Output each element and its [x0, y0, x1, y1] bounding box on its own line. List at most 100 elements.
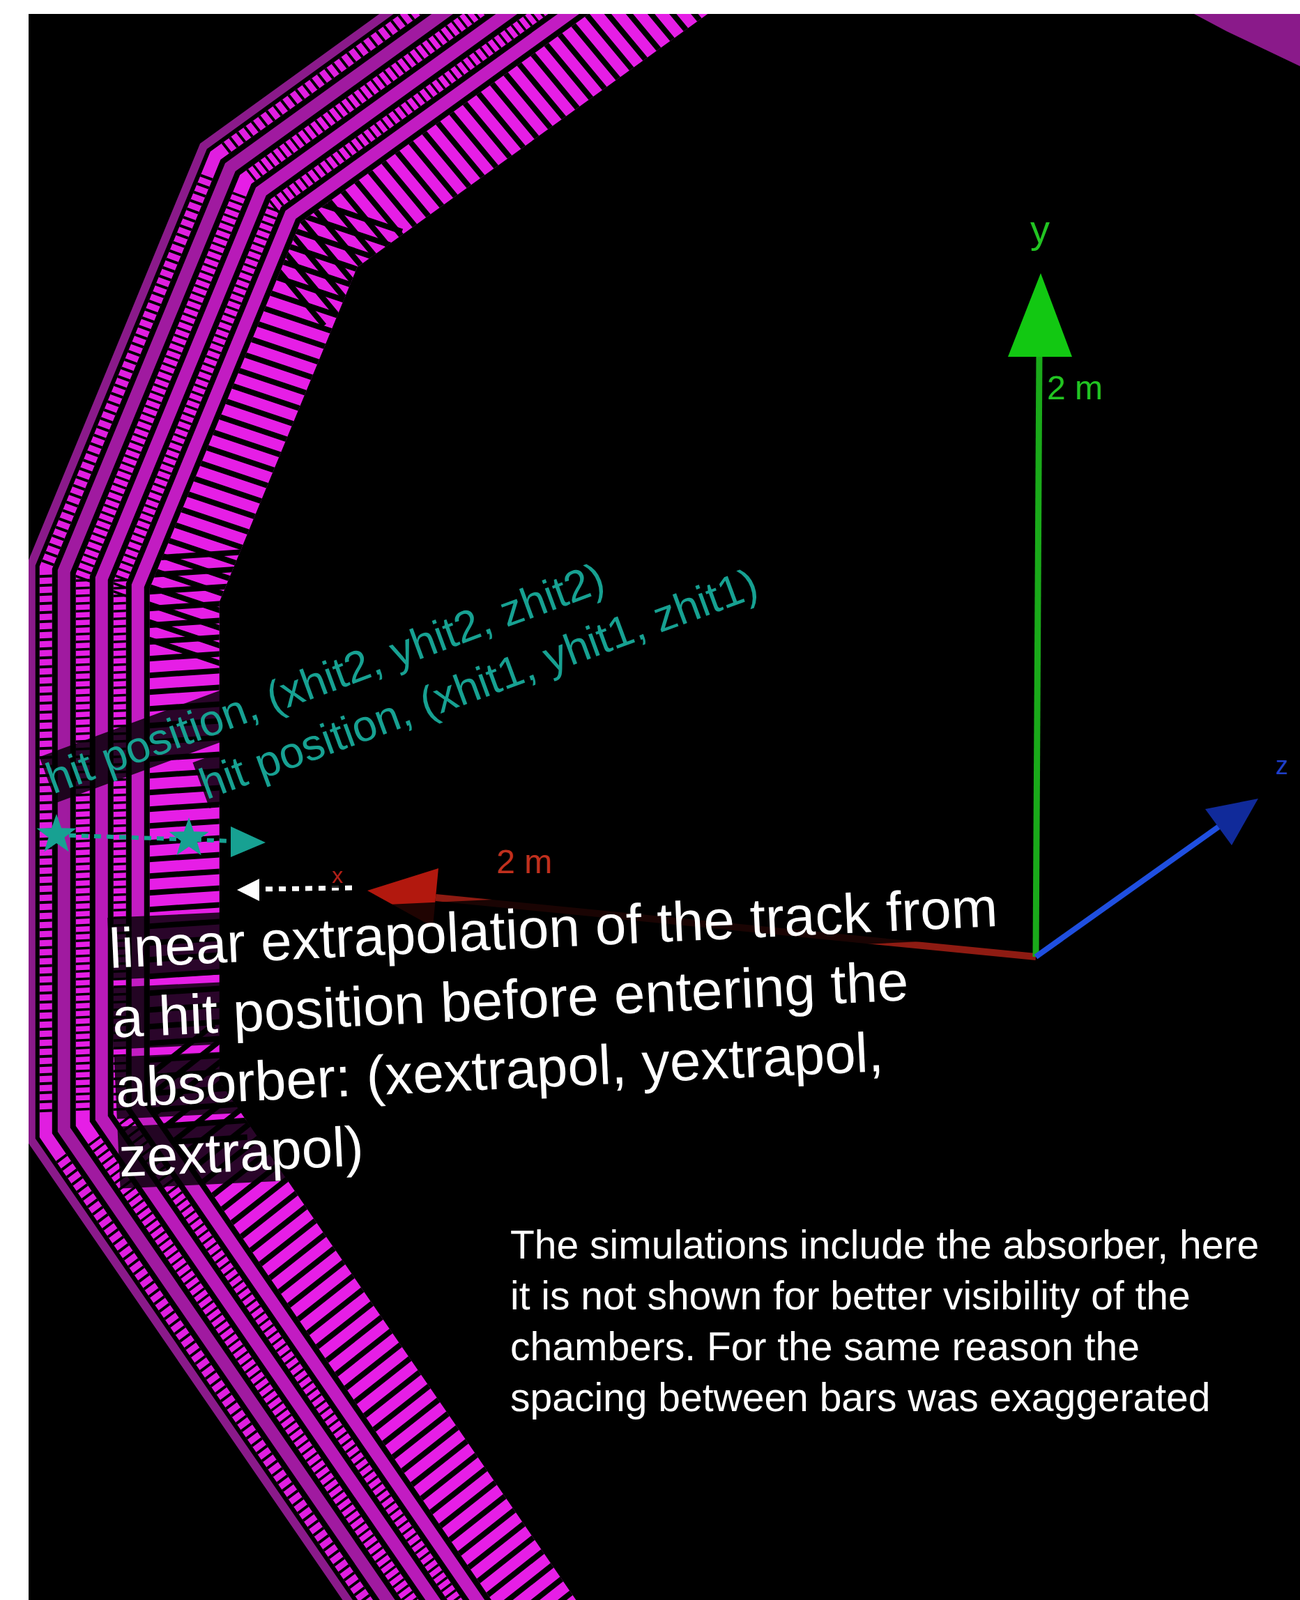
bar-gap — [513, 13, 556, 44]
track-arrowhead — [230, 826, 266, 858]
bar-gap — [28, 801, 81, 805]
bar-gap — [503, 1589, 603, 1600]
extrapolation-annotation: linear extrapolation of the track from a… — [107, 876, 999, 1190]
bar-gap — [28, 1019, 81, 1022]
bar-gap — [471, 13, 516, 28]
bar-gap — [28, 1109, 81, 1113]
bar-gap — [506, 13, 550, 49]
bar-gap — [28, 602, 81, 606]
hit-star — [36, 814, 76, 852]
bar-gap — [28, 928, 81, 932]
bar-gap — [28, 973, 81, 977]
note-text-box: The simulations include the absorber, he… — [510, 1219, 1276, 1424]
bar-gap — [447, 13, 491, 46]
bar-gap — [28, 901, 81, 905]
bar-gap — [28, 683, 81, 687]
extrapolation-dotted-line — [259, 888, 353, 890]
bar-gap — [441, 13, 485, 51]
bar-gap — [395, 13, 439, 37]
bar-gap — [28, 593, 81, 596]
bar-gap — [28, 584, 81, 587]
z-axis-line — [1035, 821, 1227, 958]
axis-label-box: z — [1275, 752, 1289, 780]
axis-scale: 2 m — [1046, 369, 1103, 407]
extrapolation-annotation-box: linear extrapolation of the track from a… — [107, 871, 1033, 1193]
bar-gap — [28, 701, 81, 705]
bar-gap — [28, 656, 81, 660]
bar-gap — [494, 1576, 594, 1600]
bar-gap — [28, 919, 81, 923]
z-axis-head — [1205, 798, 1259, 846]
bar-gap — [28, 638, 81, 642]
bar-gap — [436, 1592, 491, 1600]
bar-gap — [28, 1000, 81, 1004]
bar-gap — [425, 13, 469, 16]
axis-label-box: x — [331, 864, 343, 889]
chamber-ring-clip — [28, 13, 1300, 1600]
bar-gap — [121, 552, 248, 561]
axis-label: y — [1030, 207, 1050, 251]
bar-gap — [28, 892, 81, 896]
bar-gap — [347, 1593, 403, 1600]
bar-gap — [28, 1073, 81, 1077]
track-dashed-line — [56, 835, 234, 842]
bar-gap — [531, 13, 575, 30]
bar-gap — [28, 846, 81, 850]
bar-gap — [28, 910, 81, 914]
chamber-fragment — [1194, 13, 1300, 67]
bar-gap — [28, 1100, 81, 1104]
bar-gap — [28, 575, 81, 578]
bar-gap — [28, 620, 81, 624]
bar-gap — [28, 729, 81, 732]
bar-gap — [28, 1064, 81, 1068]
note-text: The simulations include the absorber, he… — [510, 1222, 1259, 1420]
axis-scale: 2 m — [496, 843, 553, 881]
bar-gap — [28, 720, 81, 723]
bar-gap — [83, 580, 148, 605]
bar-gap — [28, 665, 81, 669]
bar-gap — [28, 883, 81, 886]
bar-gap — [28, 710, 81, 714]
bar-gap — [543, 13, 587, 21]
bar-gap — [28, 692, 81, 696]
bar-gap — [388, 13, 432, 42]
bar-gap — [28, 629, 81, 633]
bar-gap — [28, 1082, 81, 1086]
bar-gap — [432, 1586, 487, 1600]
bar-gap — [28, 674, 81, 678]
bar-gap — [484, 13, 528, 19]
bar-gap — [418, 13, 461, 21]
bar-gap — [28, 964, 81, 968]
bar-gap — [555, 13, 636, 101]
bar-gap — [28, 946, 81, 950]
bar-gap — [28, 1046, 81, 1050]
bar-gap — [549, 13, 593, 17]
bar-gap — [28, 647, 81, 651]
axis-label: z — [1275, 751, 1289, 780]
bar-gap — [28, 1037, 81, 1040]
bar-gap — [28, 738, 81, 741]
bar-gap — [28, 937, 81, 941]
bar-gap — [28, 991, 81, 995]
axis-label: x — [331, 862, 343, 889]
bar-gap — [28, 855, 81, 859]
hit-star — [168, 817, 209, 856]
axis-scale-box: 2 m — [496, 844, 553, 880]
bar-gap — [392, 1594, 449, 1600]
bar-gap — [28, 865, 81, 868]
bar-gap — [28, 874, 81, 877]
bar-gap — [440, 1599, 495, 1600]
bar-gap — [28, 1091, 81, 1095]
axis-label-box: y — [1030, 209, 1050, 251]
y-axis-line — [1035, 352, 1040, 958]
extrapolation-arrowhead — [236, 878, 260, 902]
bar-gap — [28, 1010, 81, 1013]
y-axis-head — [1007, 273, 1073, 357]
bar-gap — [28, 1028, 81, 1031]
bar-gap — [28, 955, 81, 959]
bar-gap — [28, 810, 81, 814]
bar-gap — [569, 13, 650, 91]
axis-scale-box: 2 m — [1046, 370, 1103, 406]
bar-gap — [28, 611, 81, 615]
